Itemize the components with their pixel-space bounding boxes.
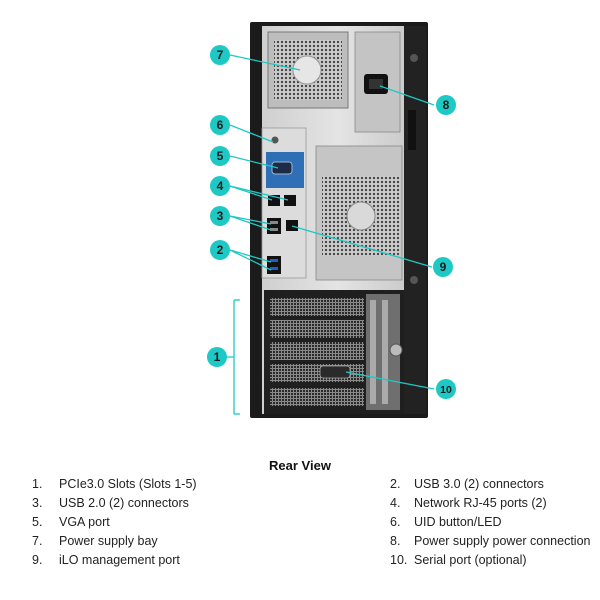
callout-9: 9 — [433, 257, 453, 277]
usb3-connectors — [267, 256, 281, 274]
ilo-management-port — [286, 220, 298, 231]
legend-text: VGA port — [59, 515, 110, 529]
callout-6: 6 — [210, 115, 230, 135]
legend-item-4: 4. Network RJ-45 ports (2) — [390, 496, 592, 510]
legend-num: 5. — [32, 515, 43, 529]
callout-8: 8 — [436, 95, 456, 115]
legend-text: UID button/LED — [414, 515, 502, 529]
power-connector — [364, 74, 388, 94]
callout-2-label: 2 — [217, 243, 224, 257]
callout-2: 2 — [210, 240, 230, 260]
pcie-slots — [264, 290, 404, 414]
vga-port — [266, 152, 304, 188]
legend-num: 6. — [390, 515, 401, 529]
uid-button — [271, 136, 279, 144]
callout-10: 10 — [436, 379, 456, 399]
legend-item-7: 7. Power supply bay — [32, 534, 390, 548]
callout-1-label: 1 — [214, 350, 221, 364]
callout-4-label: 4 — [217, 179, 224, 193]
legend-text: USB 3.0 (2) connectors — [414, 477, 544, 491]
legend-item-1: 1. PCIe3.0 Slots (Slots 1-5) — [32, 477, 390, 491]
legend-num: 1. — [32, 477, 43, 491]
callout-10-label: 10 — [440, 384, 452, 396]
callout-1: 1 — [207, 347, 227, 367]
legend-num: 2. — [390, 477, 401, 491]
legend-text: iLO management port — [59, 553, 180, 567]
callout-4: 4 — [210, 176, 230, 196]
legend-text: Power supply bay — [59, 534, 158, 548]
legend-text: Serial port (optional) — [414, 553, 527, 567]
legend-text: Network RJ-45 ports (2) — [414, 496, 547, 510]
network-rj45-ports — [268, 195, 296, 206]
callout-5-label: 5 — [217, 149, 224, 163]
callout-5: 5 — [210, 146, 230, 166]
legend-text: Power supply power connection — [414, 534, 591, 548]
legend-item-2: 2. USB 3.0 (2) connectors — [390, 477, 592, 491]
leader-lines — [229, 54, 435, 390]
legend-text: USB 2.0 (2) connectors — [59, 496, 189, 510]
callout-8-label: 8 — [443, 98, 450, 112]
server-rear-view-diagram: 1 2 3 4 5 6 7 8 9 10 — [207, 22, 456, 418]
legend-num: 10. — [390, 553, 408, 567]
callout-6-label: 6 — [217, 118, 224, 132]
callout-3: 3 — [210, 206, 230, 226]
legend-num: 4. — [390, 496, 401, 510]
slots-bracket — [226, 299, 240, 415]
usb2-connectors — [267, 218, 281, 234]
legend: 1. PCIe3.0 Slots (Slots 1-5) 2. USB 3.0 … — [32, 477, 592, 567]
serial-port — [319, 365, 351, 379]
callout-7: 7 — [210, 45, 230, 65]
legend-item-9: 9. iLO management port — [32, 553, 390, 567]
system-fan — [315, 145, 403, 281]
legend-num: 8. — [390, 534, 401, 548]
legend-item-5: 5. VGA port — [32, 515, 390, 529]
legend-item-6: 6. UID button/LED — [390, 515, 592, 529]
callout-7-label: 7 — [217, 48, 224, 62]
figure-caption: Rear View — [269, 458, 331, 473]
callout-9-label: 9 — [440, 260, 447, 274]
legend-item-8: 8. Power supply power connection — [390, 534, 592, 548]
legend-item-3: 3. USB 2.0 (2) connectors — [32, 496, 390, 510]
legend-text: PCIe3.0 Slots (Slots 1-5) — [59, 477, 197, 491]
legend-item-10: 10. Serial port (optional) — [390, 553, 592, 567]
callout-3-label: 3 — [217, 209, 224, 223]
legend-num: 3. — [32, 496, 43, 510]
legend-num: 9. — [32, 553, 43, 567]
legend-num: 7. — [32, 534, 43, 548]
